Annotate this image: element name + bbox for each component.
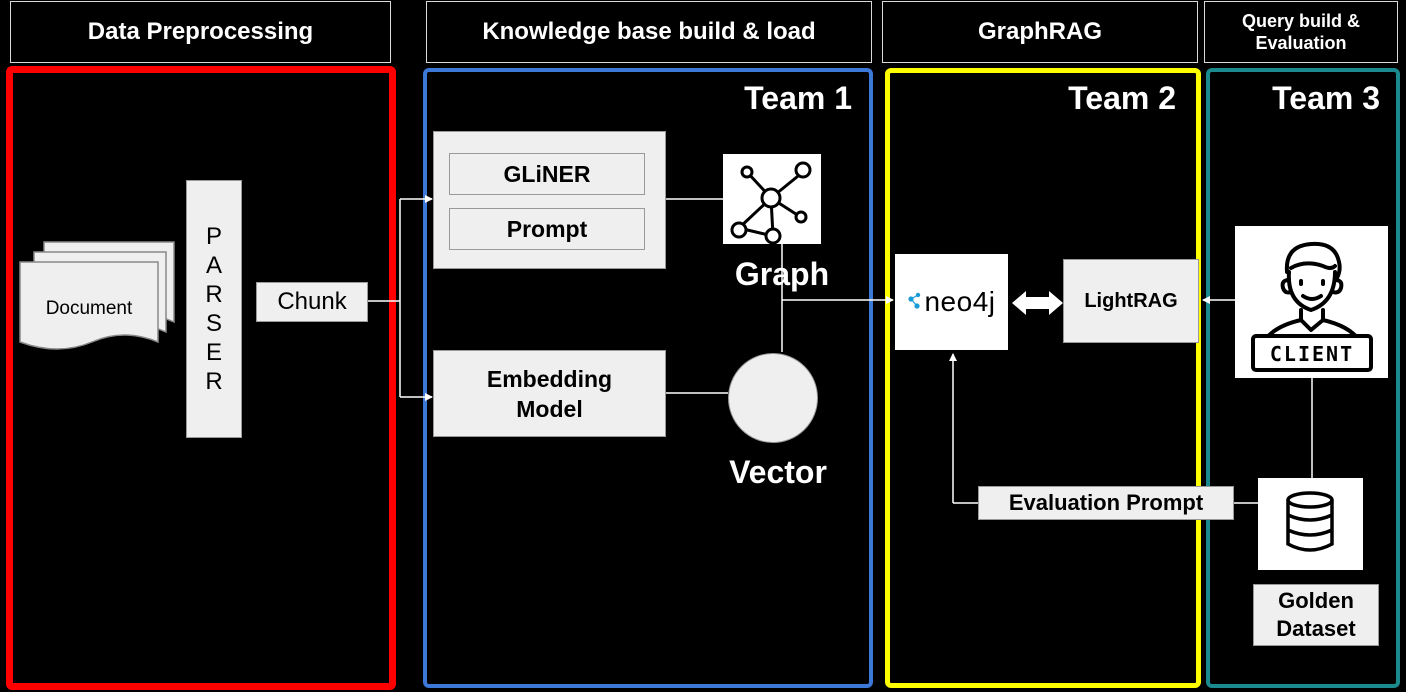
client-person-icon: CLIENT: [1235, 226, 1388, 378]
database-icon: [1258, 478, 1363, 570]
header-graphrag: GraphRAG: [882, 1, 1198, 63]
lightrag-box: LightRAG: [1063, 259, 1199, 343]
parser-letter: A: [205, 252, 222, 279]
header-data-preprocessing: Data Preprocessing: [10, 1, 391, 63]
chunk-box: Chunk: [256, 282, 368, 322]
parser-letter: R: [205, 281, 223, 308]
neo4j-dots-icon: [908, 292, 921, 309]
parser-letter: R: [205, 368, 223, 395]
neo4j-label: neo4j: [924, 286, 996, 317]
neo4j-logo: neo4j: [895, 254, 1008, 350]
chunk-label: Chunk: [277, 288, 347, 315]
vector-circle-icon: [728, 353, 818, 443]
golden-dataset-label: Golden Dataset: [1276, 588, 1356, 641]
document-label: Document: [45, 298, 133, 319]
vector-label: Vector: [703, 454, 853, 491]
team1-label: Team 1: [744, 80, 852, 116]
panel-data-preprocessing: [6, 66, 396, 690]
graph-label: Graph: [734, 256, 830, 292]
panel-team3: [1206, 68, 1400, 688]
prompt-label: Prompt: [506, 215, 588, 242]
header-graphrag-label: GraphRAG: [977, 18, 1102, 45]
header-query-evaluation-label: Query build & Evaluation: [1241, 11, 1360, 53]
graph-network-icon: [723, 154, 821, 245]
team3-label: Team 3: [1272, 80, 1380, 116]
embedding-model-label: Embedding Model: [486, 365, 613, 422]
client-label: CLIENT: [1269, 342, 1355, 366]
prompt-box: Prompt: [449, 208, 645, 250]
panel-team1: [423, 68, 873, 688]
parser-box: P A R S E R: [186, 180, 242, 438]
evaluation-prompt-box: Evaluation Prompt: [978, 486, 1234, 520]
team2-label: Team 2: [1068, 80, 1176, 116]
gliner-box: GLiNER: [449, 153, 645, 195]
golden-dataset-box: Golden Dataset: [1253, 584, 1379, 646]
double-arrow-icon: [1012, 291, 1063, 315]
header-data-preprocessing-label: Data Preprocessing: [87, 18, 314, 45]
panel-team2: [885, 68, 1201, 688]
header-knowledge-base: Knowledge base build & load: [426, 1, 872, 63]
parser-letter: P: [205, 223, 222, 250]
header-query-evaluation: Query build & Evaluation: [1204, 1, 1398, 63]
header-knowledge-base-label: Knowledge base build & load: [482, 18, 816, 45]
gliner-label: GLiNER: [503, 160, 591, 187]
parser-letter: E: [205, 339, 222, 366]
embedding-model-box: Embedding Model: [433, 350, 666, 437]
evaluation-prompt-label: Evaluation Prompt: [1008, 490, 1204, 515]
document-stack-icon: [19, 241, 175, 350]
parser-letter: S: [205, 310, 222, 337]
lightrag-label: LightRAG: [1084, 289, 1178, 312]
